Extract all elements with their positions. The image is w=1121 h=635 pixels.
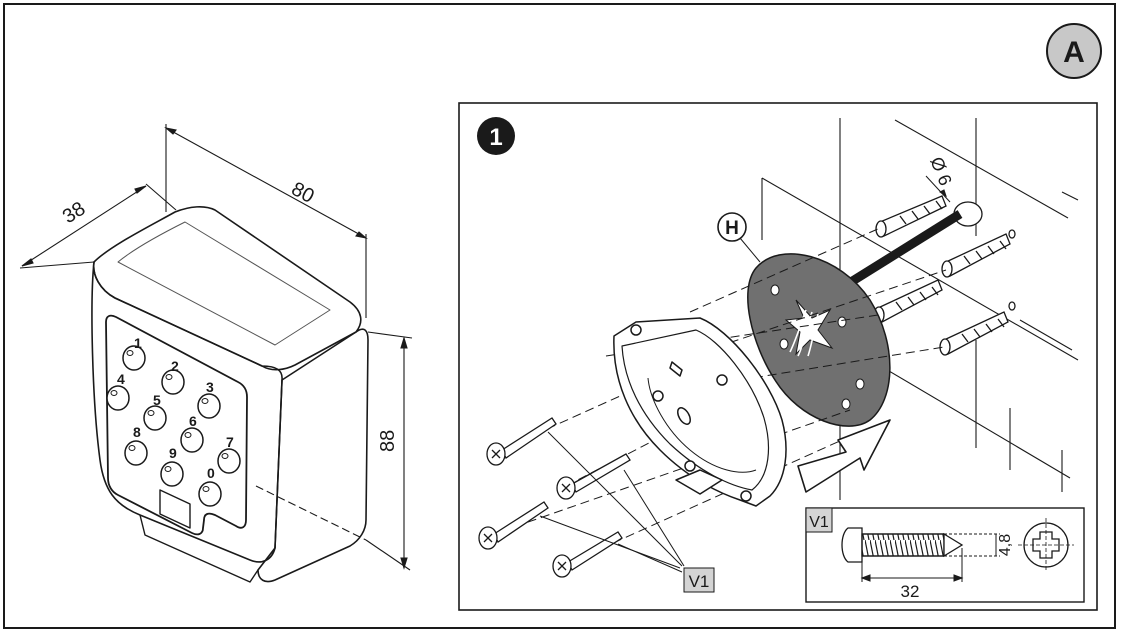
step-number: 1 <box>489 124 502 151</box>
wall-plugs <box>873 195 1016 356</box>
screw-4 <box>552 531 623 578</box>
key-6 <box>180 427 204 453</box>
wall-plug-1 <box>875 195 947 238</box>
key-label-4: 4 <box>117 371 125 387</box>
keypad-device <box>91 206 369 583</box>
key-0 <box>198 481 222 507</box>
plate-callout-label: H <box>725 218 739 239</box>
device-top-rim <box>117 221 331 346</box>
wall-plug-4 <box>939 311 1009 356</box>
screw-2 <box>556 453 631 500</box>
key-9 <box>160 461 184 487</box>
card-reader-window <box>159 489 191 529</box>
key-3 <box>197 393 221 419</box>
phillips-head-icon <box>1018 518 1074 572</box>
key-4 <box>106 385 130 411</box>
device-side-face <box>257 328 369 583</box>
key-label-8: 8 <box>133 424 141 440</box>
screw-callout: V1 <box>683 567 715 593</box>
key-label-7: 7 <box>226 434 234 450</box>
outer-frame <box>3 3 1116 629</box>
key-label-1: 1 <box>134 335 142 351</box>
inset-dimension-lines <box>860 533 1000 582</box>
screw-callout-lines <box>539 431 685 573</box>
key-2 <box>161 369 185 395</box>
device-dimensions <box>19 124 413 571</box>
key-7 <box>217 448 241 474</box>
key-8 <box>124 440 148 466</box>
wall-holes <box>1008 229 1016 311</box>
drill-diameter-marker <box>925 175 951 203</box>
screw-3 <box>478 501 549 550</box>
key-label-0: 0 <box>207 465 215 481</box>
dim-depth-label: 38 <box>59 198 90 229</box>
key-label-6: 6 <box>189 413 197 429</box>
step-badge: 1 <box>477 117 515 155</box>
figure-badge: A <box>1046 23 1102 79</box>
direction-arrow <box>797 419 891 493</box>
screw-1 <box>486 417 557 466</box>
mounting-plate <box>747 253 891 427</box>
key-1 <box>122 345 146 371</box>
figure-badge-label: A <box>1063 36 1085 69</box>
wall-plug-2 <box>941 233 1011 278</box>
keypad-key-labels: 1 2 3 4 5 6 7 8 9 0 <box>117 335 234 481</box>
mounting-screws <box>478 417 631 578</box>
key-5 <box>143 405 167 431</box>
plate-callout: H <box>717 212 761 263</box>
drill-diameter-label: Ø 6 <box>926 154 955 188</box>
inset-screw-length: 32 <box>901 582 920 601</box>
inset-screw-drawing <box>841 527 964 563</box>
key-label-2: 2 <box>171 358 179 374</box>
keypad-keys <box>106 345 241 507</box>
installation-panel <box>458 102 1098 611</box>
key-label-3: 3 <box>206 379 214 395</box>
dim-width-label: 80 <box>288 178 318 208</box>
inset-screw-diameter: 4,8 <box>997 534 1014 556</box>
wall-plug-3 <box>873 279 943 324</box>
key-label-9: 9 <box>169 445 177 461</box>
device-front-face <box>91 261 283 563</box>
inset-screw-label: V1 <box>809 514 829 531</box>
screw-callout-label: V1 <box>689 572 710 591</box>
keypad-panel <box>105 314 248 536</box>
screw-detail-inset: V1 32 4,8 <box>805 507 1085 603</box>
base-housing <box>613 317 787 507</box>
dim-height-label: 88 <box>377 430 399 452</box>
key-label-5: 5 <box>153 392 161 408</box>
